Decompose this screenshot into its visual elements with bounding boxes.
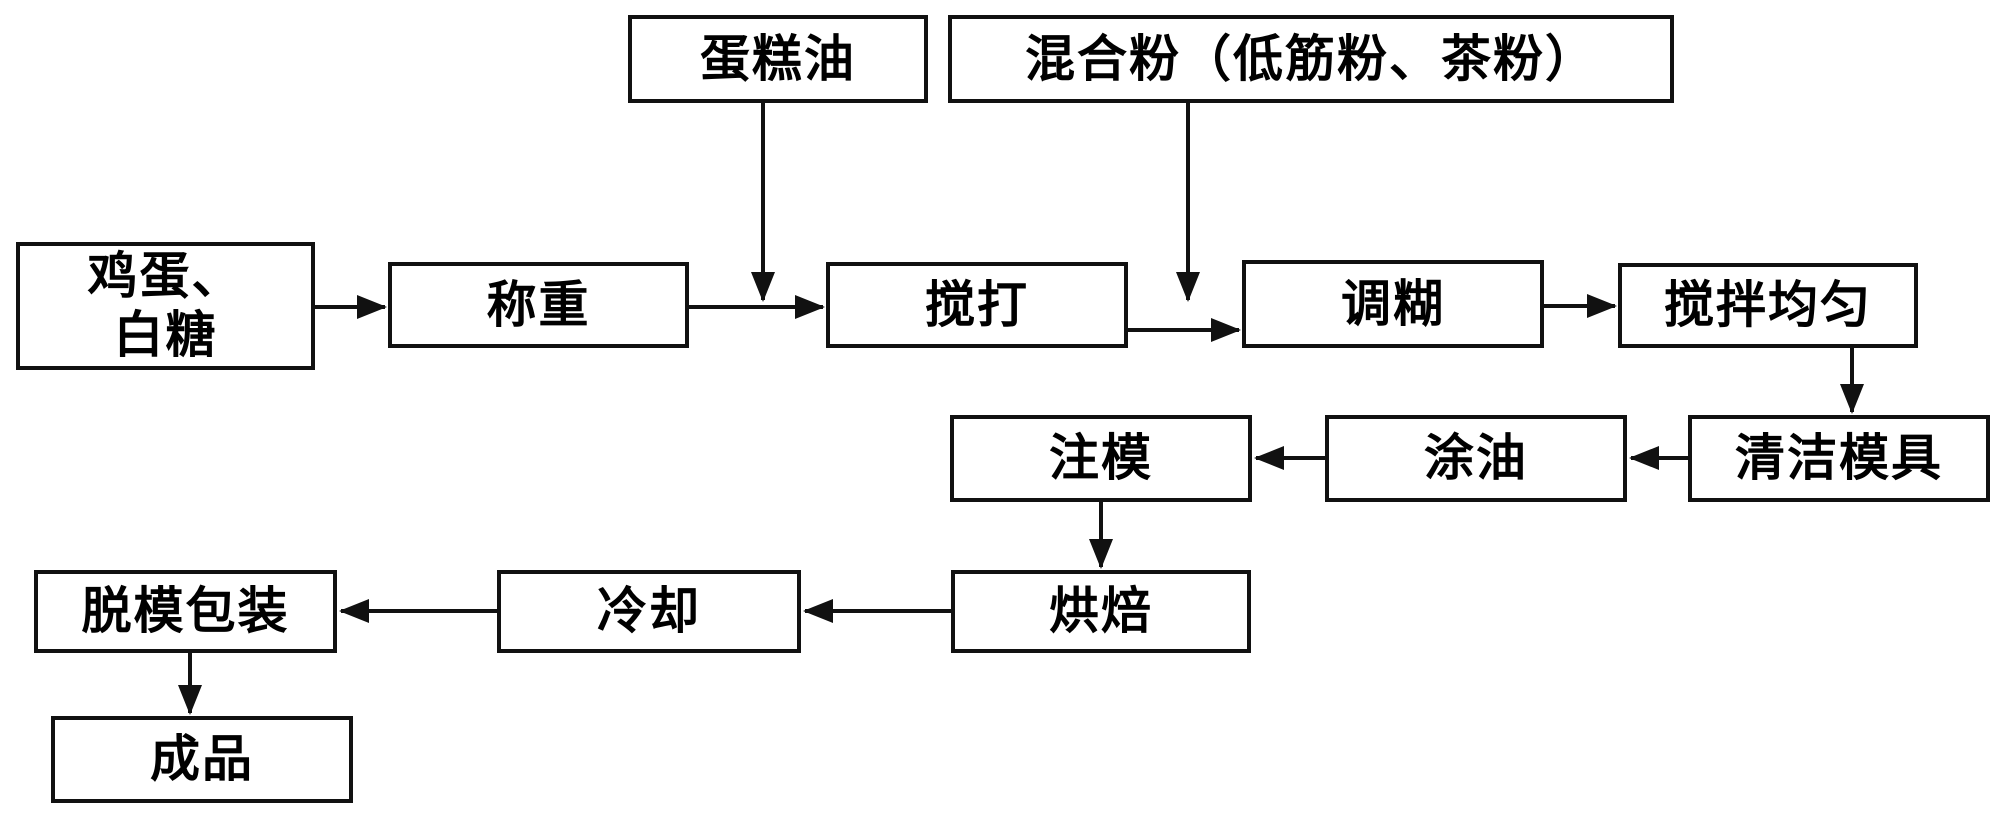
- flow-node-baking: 烘焙: [951, 570, 1251, 653]
- flow-node-batter-mixing-label: 调糊: [1341, 275, 1445, 332]
- flow-node-oil-coating-label: 涂油: [1424, 430, 1528, 486]
- flow-node-eggs-sugar-label-line1: 鸡蛋、: [87, 248, 244, 304]
- flow-node-clean-mold-label: 清洁模具: [1735, 430, 1943, 486]
- flow-node-cooling: 冷却: [497, 570, 801, 653]
- flow-node-clean-mold: 清洁模具: [1688, 415, 1990, 502]
- flow-node-cake-oil-label: 蛋糕油: [700, 30, 856, 87]
- flow-node-cooling-label: 冷却: [597, 583, 701, 639]
- flow-node-eggs-sugar-label-line2: 白糖: [113, 307, 218, 363]
- flow-node-baking-label: 烘焙: [1049, 583, 1153, 639]
- flow-node-finished-product: 成品: [51, 716, 353, 803]
- flow-node-finished-product-label: 成品: [150, 731, 254, 787]
- flow-node-mold-filling: 注模: [950, 415, 1252, 502]
- flow-node-weighing-label: 称重: [486, 276, 591, 333]
- flow-node-eggs-sugar: 鸡蛋、 白糖: [16, 242, 315, 370]
- flow-node-demold-packaging: 脱模包装: [34, 570, 337, 653]
- flow-node-whipping: 搅打: [826, 262, 1128, 348]
- flow-node-whipping-label: 搅打: [925, 276, 1029, 333]
- flow-node-demold-packaging-label: 脱模包装: [81, 583, 290, 639]
- flow-node-mixed-powder: 混合粉（低筋粉、茶粉）: [948, 15, 1674, 103]
- flow-node-oil-coating: 涂油: [1325, 415, 1627, 502]
- flow-node-weighing: 称重: [388, 262, 689, 348]
- flow-node-stir-evenly: 搅拌均匀: [1618, 263, 1918, 348]
- flow-node-batter-mixing: 调糊: [1242, 260, 1544, 348]
- flow-node-stir-evenly-label: 搅拌均匀: [1664, 277, 1872, 333]
- flow-node-mixed-powder-label: 混合粉（低筋粉、茶粉）: [1025, 30, 1597, 87]
- flow-node-mold-filling-label: 注模: [1049, 430, 1153, 486]
- flow-node-cake-oil: 蛋糕油: [628, 15, 928, 103]
